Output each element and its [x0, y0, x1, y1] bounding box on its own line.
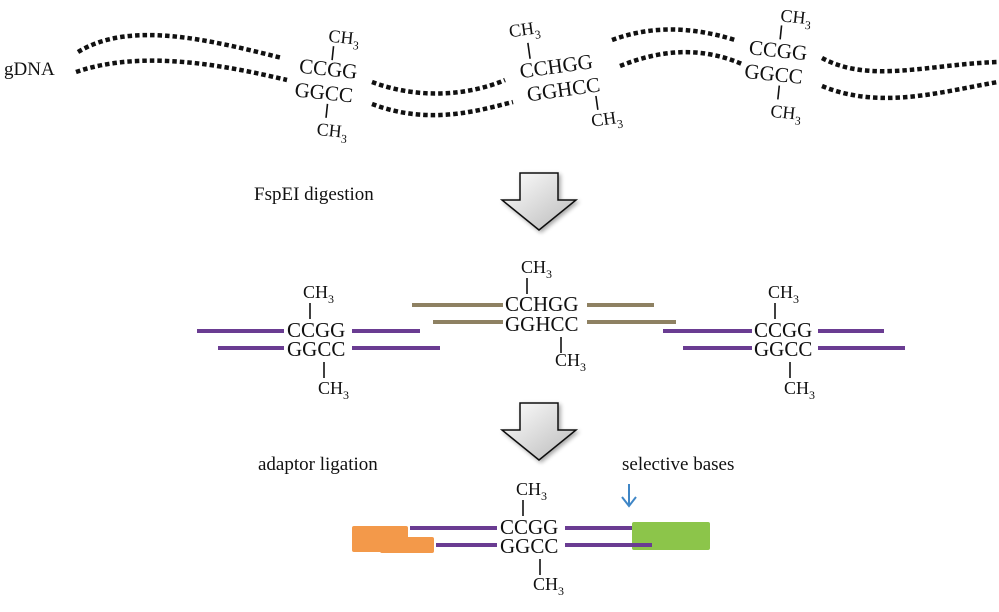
ch3-label: CH [768, 282, 793, 302]
ligated-fragment: CH3 CCGG GGCC CH3 [410, 479, 652, 598]
ch3-subscript: 3 [340, 132, 347, 147]
gdna-top-strand-4 [820, 56, 999, 74]
ch3-label: CH [328, 26, 355, 49]
ch3-subscript: 3 [546, 267, 552, 281]
methyl-bond [595, 95, 599, 110]
methyl-bond [779, 25, 783, 40]
ch3-label: CH [318, 378, 343, 398]
gdna-label: gDNA [4, 59, 55, 80]
selective-bases-label: selective bases [622, 454, 734, 475]
gdna-bottom-strand-4 [821, 79, 999, 101]
methyl-bond [777, 85, 781, 100]
adaptor-ligation-label: adaptor ligation [258, 454, 378, 475]
svg-text:CH3: CH3 [533, 574, 564, 598]
methyl-bond [527, 42, 531, 59]
svg-text:CH3: CH3 [318, 378, 349, 402]
ch3-label: CH [780, 5, 807, 28]
ch3-label: CH [516, 479, 541, 499]
cchgg-sequence: CCHGG [505, 292, 579, 316]
ch3-label: CH [316, 119, 343, 142]
svg-text:CH3: CH3 [303, 282, 334, 306]
step-arrow-1 [499, 172, 579, 231]
ch3-label: CH [521, 257, 546, 277]
ch3-subscript: 3 [343, 388, 349, 402]
ggcc-sequence: GGCC [754, 337, 812, 361]
ch3-subscript: 3 [534, 27, 542, 42]
ch3-subscript: 3 [794, 113, 801, 128]
left-adaptor [352, 526, 434, 553]
ch3-subscript: 3 [558, 584, 564, 598]
ch3-subscript: 3 [580, 360, 586, 374]
selective-bases-arrow-icon [621, 484, 637, 508]
ch3-subscript: 3 [352, 38, 359, 53]
ch3-label: CH [508, 18, 536, 41]
step-arrow-2 [499, 402, 579, 461]
gdna-site-ccgg-2: CH3 CCGG GGCC CH3 [743, 5, 812, 128]
fspei-digestion-label: FspEI digestion [254, 184, 374, 205]
gdna-bottom-strand-1 [75, 58, 288, 83]
gdna-top-strand-3 [611, 27, 736, 43]
svg-text:CH3: CH3 [768, 282, 799, 306]
ch3-label: CH [555, 350, 580, 370]
methyl-bond [331, 46, 335, 61]
gdna-bottom-strand-2 [371, 99, 514, 118]
ch3-label: CH [303, 282, 328, 302]
svg-text:CH3: CH3 [521, 257, 552, 281]
ch3-subscript: 3 [809, 388, 815, 402]
ch3-subscript: 3 [616, 117, 624, 132]
ggcc-sequence: GGCC [743, 59, 804, 89]
svg-text:CH3: CH3 [327, 26, 360, 53]
gghcc-sequence: GGHCC [505, 312, 579, 336]
gdna-strands [75, 27, 999, 118]
ch3-label: CH [770, 101, 797, 124]
left-adaptor-block-bottom [380, 537, 434, 553]
gdna-site-cchgg: CH3 CCHGG GGHCC CH3 [508, 17, 624, 135]
fragment-cchgg: CH3 CCHGG GGHCC CH3 [412, 257, 676, 374]
ggcc-sequence: GGCC [500, 534, 558, 558]
fragment-ccgg-1: CH3 CCGG GGCC CH3 [197, 282, 440, 402]
ch3-subscript: 3 [328, 292, 334, 306]
gdna-top-strand-2 [371, 77, 506, 96]
ccgg-sequence: CCGG [500, 515, 558, 539]
ggcc-sequence: GGCC [294, 77, 355, 107]
svg-text:CH3: CH3 [508, 17, 542, 45]
gdna-site-ccgg-1: CH3 CCGG GGCC CH3 [294, 26, 360, 146]
ch3-label: CH [784, 378, 809, 398]
methyl-bond [325, 103, 329, 118]
gdna-top-strand-1 [76, 32, 283, 61]
ch3-subscript: 3 [541, 489, 547, 503]
fragment-ccgg-2: CH3 CCGG GGCC CH3 [663, 282, 905, 402]
ccgg-sequence: CCGG [754, 318, 812, 342]
ch3-subscript: 3 [804, 18, 811, 33]
ch3-subscript: 3 [793, 292, 799, 306]
svg-text:CH3: CH3 [590, 107, 624, 135]
gdna-bottom-strand-3 [619, 49, 743, 69]
svg-text:CH3: CH3 [769, 101, 802, 128]
svg-text:CH3: CH3 [779, 5, 812, 32]
svg-text:CH3: CH3 [784, 378, 815, 402]
svg-text:CH3: CH3 [516, 479, 547, 503]
ch3-label: CH [533, 574, 558, 594]
svg-text:CH3: CH3 [315, 119, 348, 146]
ggcc-sequence: GGCC [287, 337, 345, 361]
svg-text:CH3: CH3 [555, 350, 586, 374]
ccgg-sequence: CCGG [287, 318, 345, 342]
ch3-label: CH [590, 107, 618, 130]
